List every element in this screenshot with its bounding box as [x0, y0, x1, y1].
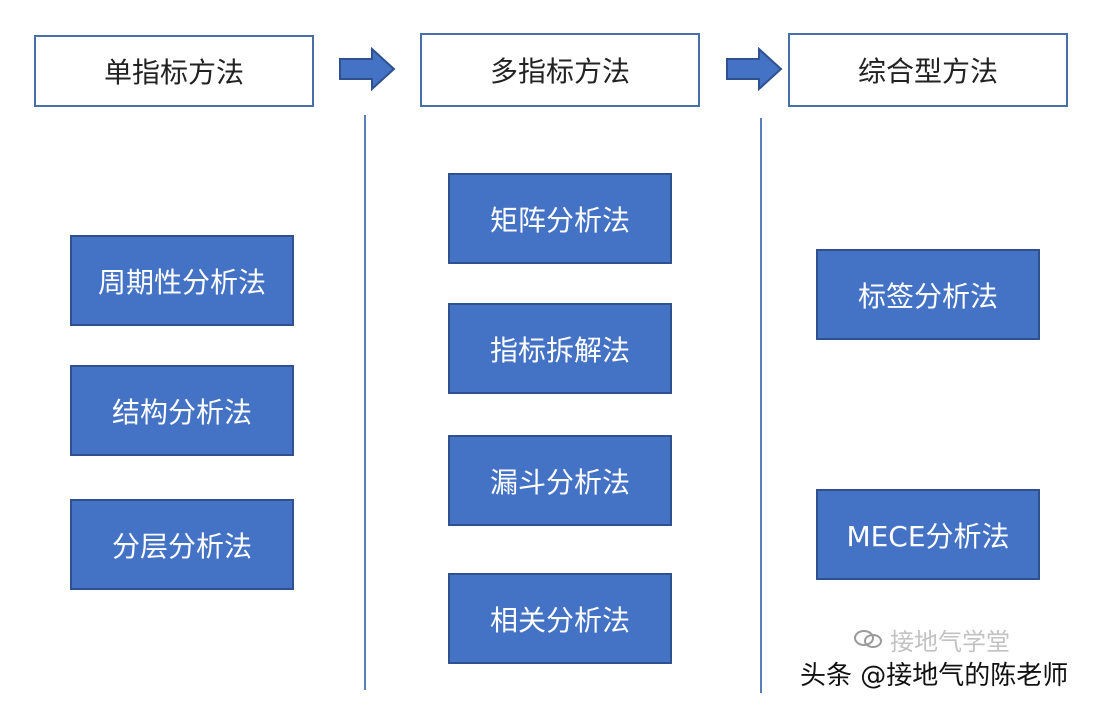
- column-divider: [364, 115, 366, 690]
- arrow-right-icon: [339, 47, 396, 91]
- method-layered-analysis: 分层分析法: [70, 499, 294, 590]
- wechat-logo-icon: [854, 630, 882, 648]
- header-multi-indicator: 多指标方法: [420, 33, 700, 107]
- method-periodic-analysis: 周期性分析法: [70, 235, 294, 326]
- watermark-text: 头条 @接地气的陈老师: [800, 661, 1069, 691]
- header-comprehensive: 综合型方法: [788, 33, 1068, 107]
- method-indicator-decomposition: 指标拆解法: [448, 303, 672, 394]
- method-funnel-analysis: 漏斗分析法: [448, 435, 672, 526]
- method-mece-analysis: MECE分析法: [816, 489, 1040, 580]
- method-structure-analysis: 结构分析法: [70, 365, 294, 456]
- column-divider: [760, 118, 762, 693]
- method-correlation-analysis: 相关分析法: [448, 573, 672, 664]
- watermark-secondary: 接地气学堂: [890, 628, 1010, 656]
- method-tag-analysis: 标签分析法: [816, 249, 1040, 340]
- method-matrix-analysis: 矩阵分析法: [448, 173, 672, 264]
- arrow-right-icon: [726, 47, 783, 91]
- header-single-indicator: 单指标方法: [34, 35, 314, 107]
